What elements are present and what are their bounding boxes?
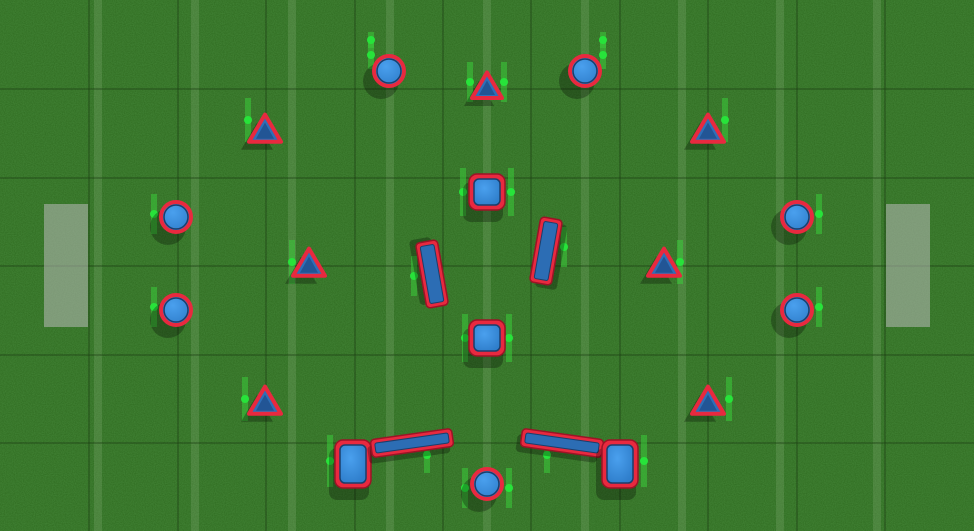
bunker-inner: [606, 444, 634, 484]
bunker-inner: [473, 324, 501, 352]
marker-dot: [500, 78, 508, 86]
bunker-inner: [699, 394, 717, 411]
bunker-inner: [699, 122, 717, 139]
bunker-body: [780, 293, 814, 327]
triangle-bunker-lower-right[interactable]: [684, 377, 733, 422]
wall-body: [529, 216, 568, 290]
marker-dot: [543, 451, 551, 459]
marker-dot: [423, 451, 431, 459]
bunker-inner: [524, 432, 600, 454]
marker-dot: [466, 78, 474, 86]
marker-dot: [241, 395, 249, 403]
square-bunker-bottom-left[interactable]: [326, 435, 372, 500]
marker-dot: [459, 188, 467, 196]
wall-body: [409, 237, 449, 309]
circle-bunker-left-lower[interactable]: [150, 287, 193, 338]
marker-dot: [560, 243, 568, 251]
circle-bunker-right-upper[interactable]: [771, 194, 823, 245]
bunker-inner: [479, 80, 495, 95]
bunker-body: [372, 54, 406, 88]
marker-dot: [244, 116, 252, 124]
bunker-inner: [533, 221, 559, 281]
bunker-inner-ring: [163, 204, 189, 230]
marker-dot: [599, 51, 607, 59]
marker-dot: [461, 484, 469, 492]
bunker-inner: [256, 122, 274, 139]
wall-bunker-center-right[interactable]: [529, 216, 569, 291]
circle-bunker-bottom-center[interactable]: [461, 467, 513, 512]
bunker-inner-ring: [163, 297, 189, 323]
marker-dot: [721, 116, 729, 124]
marker-dot: [410, 272, 418, 280]
bunker-body: [780, 200, 814, 234]
bunker-inner: [473, 178, 501, 206]
circle-bunker-top-left[interactable]: [363, 32, 406, 99]
bunker-inner: [655, 256, 673, 273]
marker-dot: [367, 36, 375, 44]
marker-dot: [367, 51, 375, 59]
bunker-body: [159, 200, 193, 234]
square-bunker-bottom-right[interactable]: [596, 435, 648, 500]
bunker-inner-ring: [376, 58, 402, 84]
marker-dot: [599, 36, 607, 44]
bunker-inner: [300, 256, 318, 273]
marker-dot: [640, 457, 648, 465]
bunker-inner-ring: [784, 297, 810, 323]
marker-dot: [288, 258, 296, 266]
triangle-bunker-mid-right[interactable]: [640, 240, 684, 284]
bunker-body: [470, 467, 504, 501]
circle-bunker-top-right[interactable]: [559, 32, 607, 99]
wall-bunker-center-left[interactable]: [409, 236, 449, 310]
marker-dot: [150, 210, 158, 218]
square-bunker-center-top[interactable]: [459, 168, 515, 222]
bunker-inner: [374, 432, 450, 454]
wall-bunker-bottom-left[interactable]: [366, 428, 455, 473]
bunker-inner: [419, 244, 445, 304]
marker-dot: [461, 334, 469, 342]
bunker-inner-ring: [784, 204, 810, 230]
goal-right[interactable]: [886, 204, 930, 327]
triangle-bunker-top-center[interactable]: [464, 62, 508, 106]
bunker-inner-ring: [474, 471, 500, 497]
marker-dot: [150, 303, 158, 311]
square-bunker-center-bottom[interactable]: [461, 314, 513, 368]
bunker-inner: [339, 444, 367, 484]
circle-bunker-right-lower[interactable]: [771, 287, 823, 338]
marker-dot: [326, 457, 334, 465]
marker-dot: [815, 210, 823, 218]
marker-dot: [505, 334, 513, 342]
marker-dot: [725, 395, 733, 403]
triangle-bunker-mid-left[interactable]: [285, 240, 327, 284]
bunker-body: [568, 54, 602, 88]
triangle-bunker-upper-left[interactable]: [241, 98, 283, 150]
marker-dot: [507, 188, 515, 196]
marker-dot: [815, 303, 823, 311]
wall-body: [367, 428, 455, 464]
marker-dot: [676, 258, 684, 266]
bunker-inner: [256, 394, 274, 411]
bunker-inner-ring: [572, 58, 598, 84]
triangle-bunker-lower-left[interactable]: [241, 377, 283, 422]
wall-bunker-bottom-right[interactable]: [515, 428, 605, 473]
circle-bunker-left-upper[interactable]: [150, 194, 193, 245]
bunker-body: [159, 293, 193, 327]
marker-dot: [505, 484, 513, 492]
triangle-bunker-upper-right[interactable]: [684, 98, 729, 150]
goal-left[interactable]: [44, 204, 88, 327]
